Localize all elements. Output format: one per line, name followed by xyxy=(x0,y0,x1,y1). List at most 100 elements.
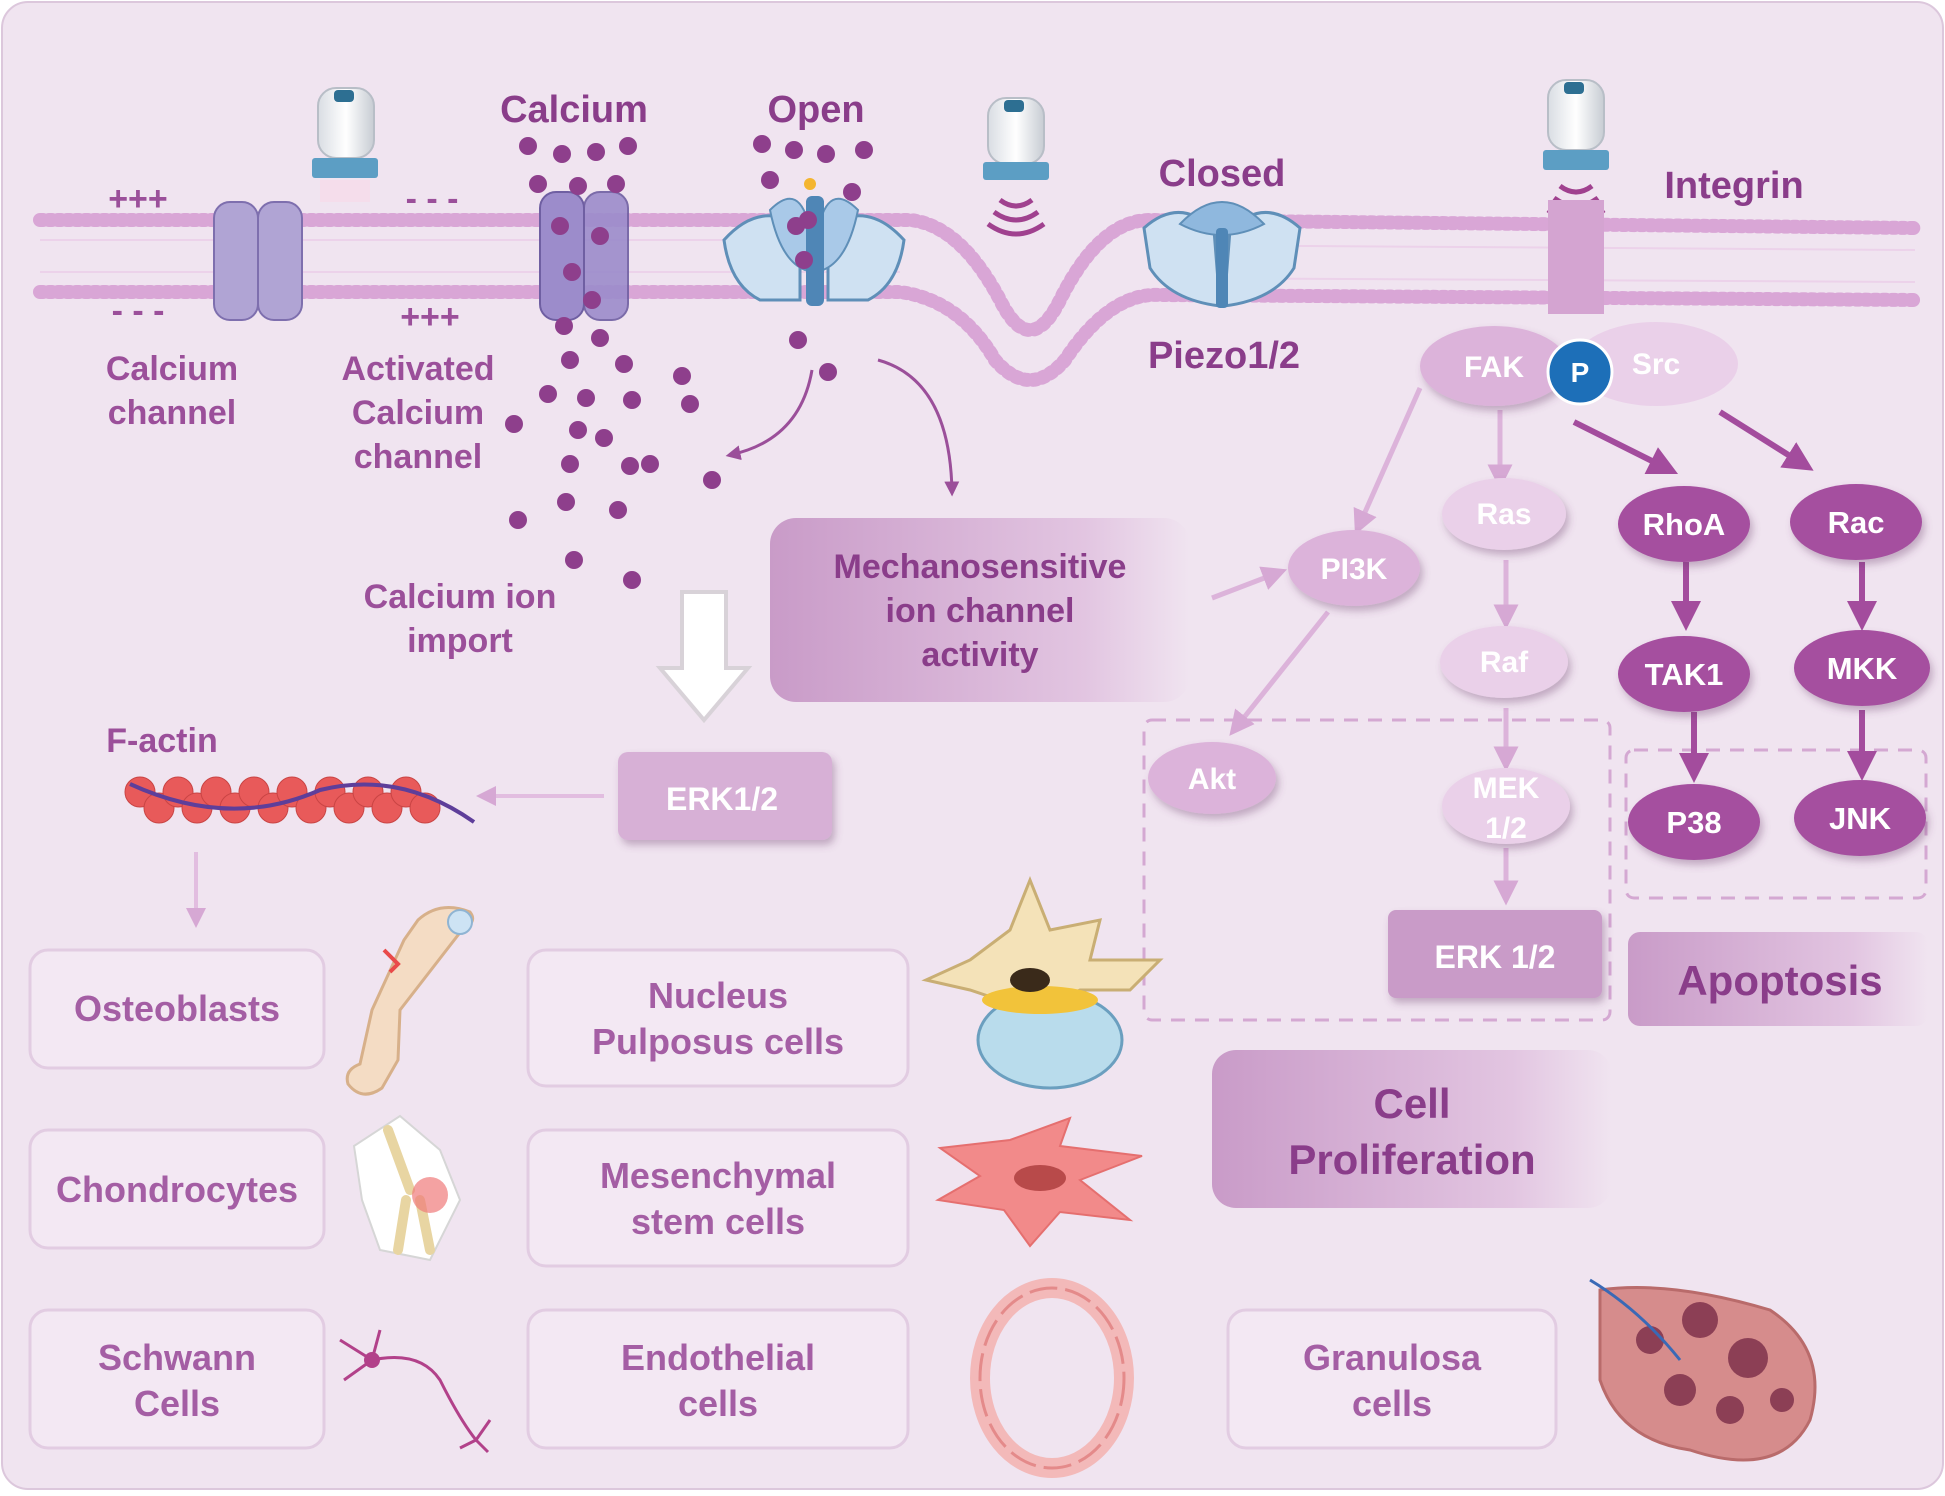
calcium-ion-dot xyxy=(607,175,625,193)
label-minus-bottom: - - - xyxy=(112,292,165,330)
calcium-ion-dot xyxy=(817,145,835,163)
calcium-ion-dot xyxy=(795,251,813,269)
calcium-ion-dot xyxy=(591,227,609,245)
calcium-ion-dot xyxy=(843,183,861,201)
calcium-ion-dot xyxy=(619,137,637,155)
calcium-ions xyxy=(505,135,873,589)
calcium-channel xyxy=(213,201,303,321)
calcium-ion-dot xyxy=(561,455,579,473)
node-tak1: TAK1 xyxy=(1618,636,1750,712)
node-mkk: MKK xyxy=(1794,630,1930,706)
cell-nucleus-text-1: Nucleus xyxy=(648,975,788,1016)
node-jnk-text: JNK xyxy=(1829,801,1892,836)
calcium-ion-dot xyxy=(641,455,659,473)
label-import-1: Calcium ion xyxy=(364,578,557,616)
cell-osteoblasts-text: Osteoblasts xyxy=(74,988,280,1029)
calcium-ion-dot xyxy=(505,415,523,433)
label-calcium: Calcium xyxy=(500,89,648,131)
cell-membrane xyxy=(33,212,1922,387)
node-akt-text: Akt xyxy=(1188,763,1236,796)
cell-box-granulosa: Granulosa cells xyxy=(1226,1308,1558,1450)
calcium-ion-dot xyxy=(595,429,613,447)
label-activated-3: channel xyxy=(354,438,482,476)
calcium-ion-dot xyxy=(591,329,609,347)
cell-nucleus-text-2: Pulposus cells xyxy=(592,1021,844,1062)
calcium-ion-dot xyxy=(761,171,779,189)
calcium-ion-dot xyxy=(509,511,527,529)
bone-illustration xyxy=(345,906,475,1096)
calcium-ion-dot xyxy=(819,363,837,381)
node-akt: Akt xyxy=(1148,742,1276,814)
node-ras-text: Ras xyxy=(1476,498,1531,531)
label-piezo: Piezo1/2 xyxy=(1148,335,1300,377)
mech-line-2: ion channel xyxy=(886,592,1075,630)
endothelial-ring-illustration xyxy=(970,1278,1134,1478)
cell-granulosa-text-1: Granulosa xyxy=(1303,1337,1482,1378)
calcium-ion-dot xyxy=(609,501,627,519)
label-calcium-channel-1: Calcium xyxy=(106,350,238,388)
mechanosensitive-box: Mechanosensitive ion channel activity xyxy=(770,518,1190,702)
calcium-ion-dot xyxy=(681,395,699,413)
prolif-line-1: Cell xyxy=(1373,1080,1450,1127)
knee-illustration xyxy=(352,1114,462,1262)
ovary-illustration xyxy=(1589,1278,1817,1462)
node-raf: Raf xyxy=(1440,626,1568,698)
dashed-group-erk xyxy=(1142,718,1612,1022)
cell-schwann-text-1: Schwann xyxy=(98,1337,256,1378)
arrow-piezo-to-activity xyxy=(877,358,960,497)
ultrasound-probe-1 xyxy=(312,87,378,202)
calcium-ion-dot xyxy=(565,551,583,569)
cell-mesen-text-2: stem cells xyxy=(631,1201,805,1242)
calcium-ion-dot xyxy=(519,137,537,155)
piezo-open-channel xyxy=(722,178,906,306)
node-pi3k-text: PI3K xyxy=(1321,553,1388,586)
cell-box-osteoblasts: Osteoblasts xyxy=(28,948,326,1070)
node-rac-text: Rac xyxy=(1828,505,1885,540)
cell-mesen-text-1: Mesenchymal xyxy=(600,1155,836,1196)
calcium-ion-dot xyxy=(563,263,581,281)
label-f-actin: F-actin xyxy=(106,722,217,760)
actin-strand xyxy=(129,782,476,824)
calcium-ion-dot xyxy=(855,141,873,159)
erk12-right-text: ERK 1/2 xyxy=(1435,939,1556,975)
mech-line-1: Mechanosensitive xyxy=(834,548,1127,586)
spine-disc-illustration xyxy=(921,875,1164,1090)
cell-chondrocytes-text: Chondrocytes xyxy=(56,1169,298,1210)
arrow-piezo-to-influx xyxy=(725,369,814,461)
erk12-left-text: ERK1/2 xyxy=(666,781,778,817)
node-src-text: Src xyxy=(1632,348,1680,381)
calcium-ion-dot xyxy=(577,389,595,407)
integrin-receptor xyxy=(1548,200,1604,314)
label-import-2: import xyxy=(407,622,513,660)
f-actin-filament xyxy=(124,776,476,824)
label-plus-top: +++ xyxy=(108,180,168,218)
label-closed: Closed xyxy=(1159,153,1286,195)
node-fak: FAK xyxy=(1420,326,1568,406)
calcium-ion-dot xyxy=(555,317,573,335)
node-p38-text: P38 xyxy=(1666,805,1721,840)
calcium-ion-dot xyxy=(583,291,601,309)
erk12-left-box: ERK1/2 xyxy=(618,752,832,840)
node-tak1-text: TAK1 xyxy=(1645,657,1724,692)
cell-box-chondrocytes: Chondrocytes xyxy=(28,1128,326,1250)
ultrasound-probe-2 xyxy=(983,97,1049,237)
prolif-line-2: Proliferation xyxy=(1288,1136,1535,1183)
cell-proliferation-box: Cell Proliferation xyxy=(1212,1050,1612,1208)
cell-box-mesenchymal: Mesenchymal stem cells xyxy=(526,1128,910,1268)
node-p38: P38 xyxy=(1628,784,1760,860)
node-p-text: P xyxy=(1571,357,1590,388)
label-minus-top: - - - xyxy=(406,180,459,218)
calcium-ion-dot xyxy=(557,493,575,511)
label-plus-bottom: +++ xyxy=(400,298,460,336)
calcium-ion-dot xyxy=(673,367,691,385)
activated-calcium-channel xyxy=(539,191,629,321)
node-src: Src xyxy=(1574,322,1738,406)
node-jnk: JNK xyxy=(1794,780,1926,856)
node-fak-text: FAK xyxy=(1464,351,1524,384)
erk12-right-box: ERK 1/2 xyxy=(1388,910,1602,998)
calcium-ion-dot xyxy=(561,351,579,369)
node-p: P xyxy=(1546,338,1614,406)
neuron-illustration xyxy=(339,1329,492,1454)
calcium-ion-dot xyxy=(621,457,639,475)
